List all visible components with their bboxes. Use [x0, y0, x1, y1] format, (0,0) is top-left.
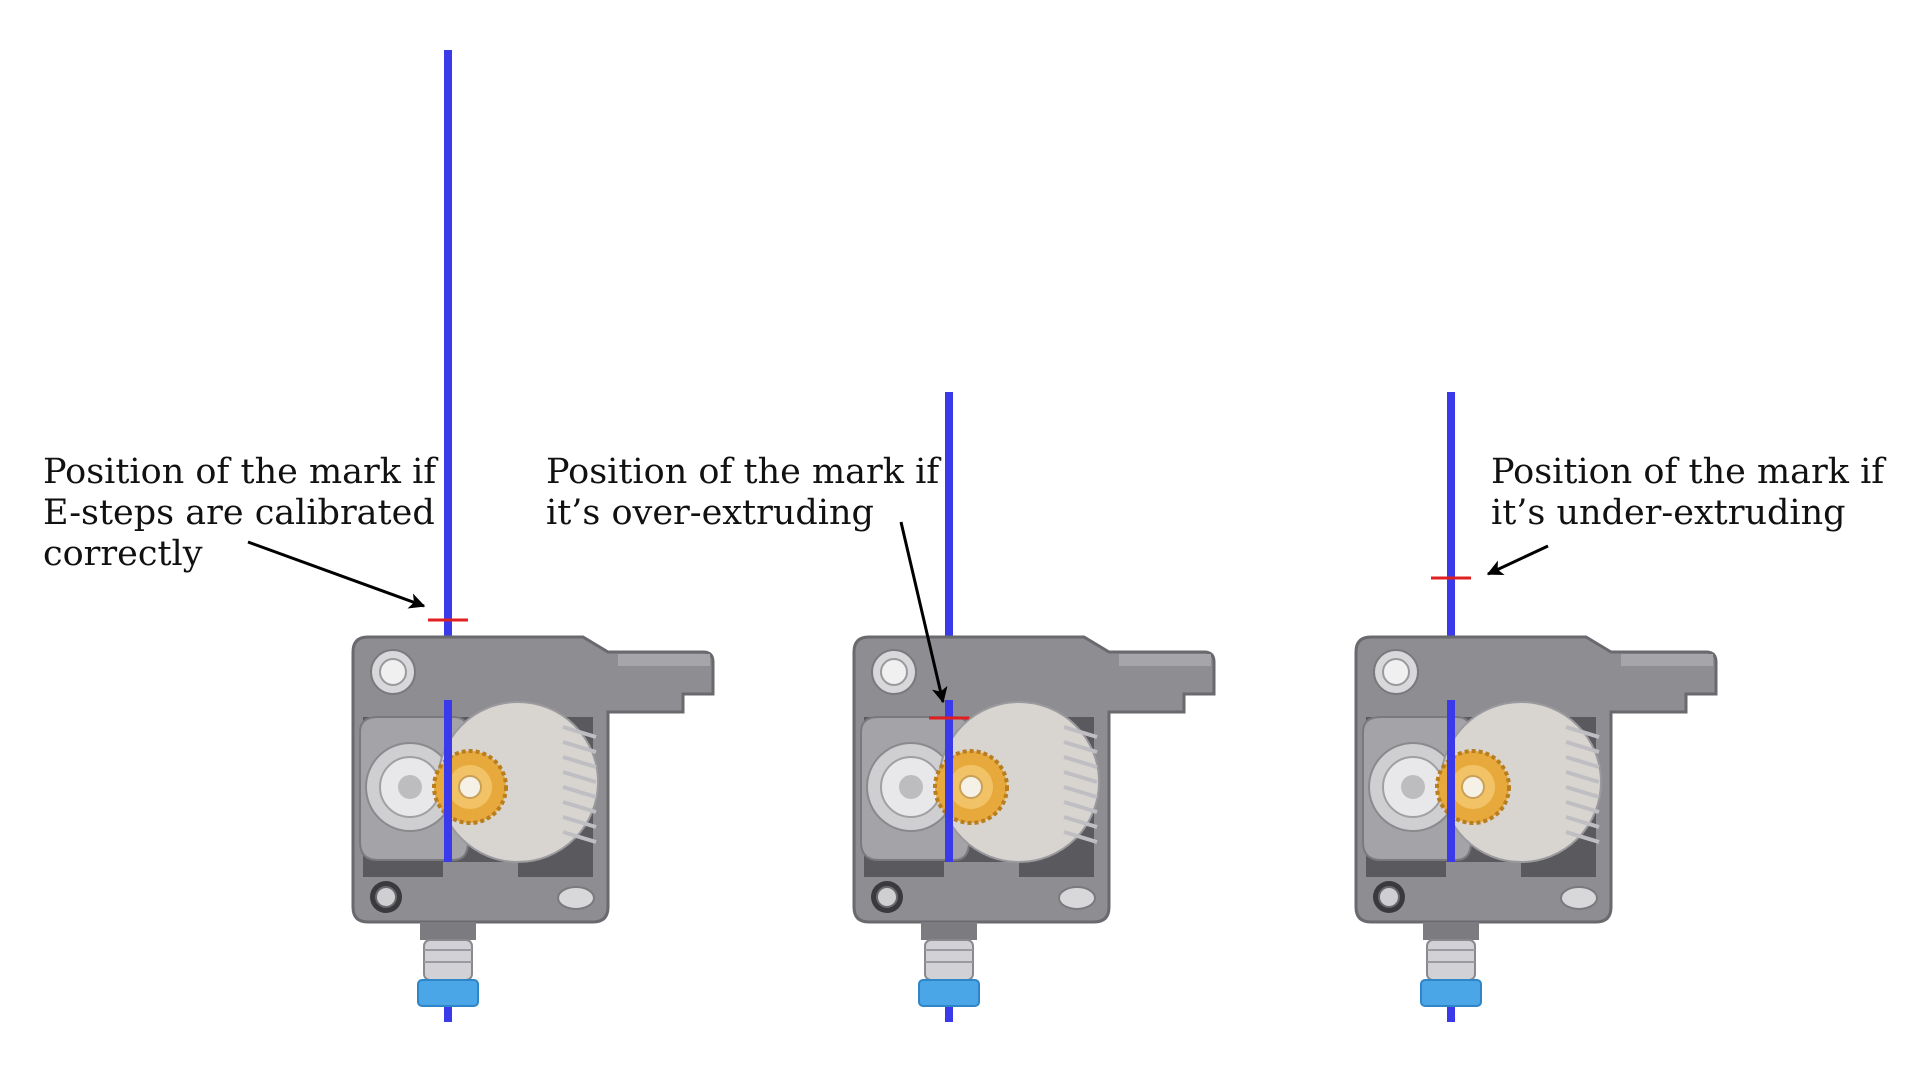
pointer-arrow — [899, 521, 948, 704]
caption-line: Position of the mark if — [1491, 452, 1885, 492]
extruder-icon — [1354, 635, 1718, 1008]
caption-correct: Position of the mark if E-steps are cali… — [43, 452, 436, 575]
panel-under — [1354, 392, 1718, 1022]
caption-line: it’s under-extruding — [1491, 493, 1846, 533]
pointer-arrow — [1486, 544, 1549, 576]
panel-correct — [247, 50, 715, 1022]
caption-line: E-steps are calibrated — [43, 493, 435, 533]
caption-line: it’s over-extruding — [546, 493, 874, 533]
caption-over: Position of the mark if it’s over-extrud… — [546, 452, 939, 534]
caption-line: Position of the mark if — [43, 452, 437, 492]
extruder-icon — [351, 635, 715, 1008]
pointer-arrow — [247, 540, 426, 609]
caption-line: Position of the mark if — [546, 452, 940, 492]
panel-over — [852, 392, 1216, 1022]
caption-under: Position of the mark if it’s under-extru… — [1491, 452, 1884, 534]
extruder-icon — [852, 635, 1216, 1008]
caption-line: correctly — [43, 534, 203, 574]
